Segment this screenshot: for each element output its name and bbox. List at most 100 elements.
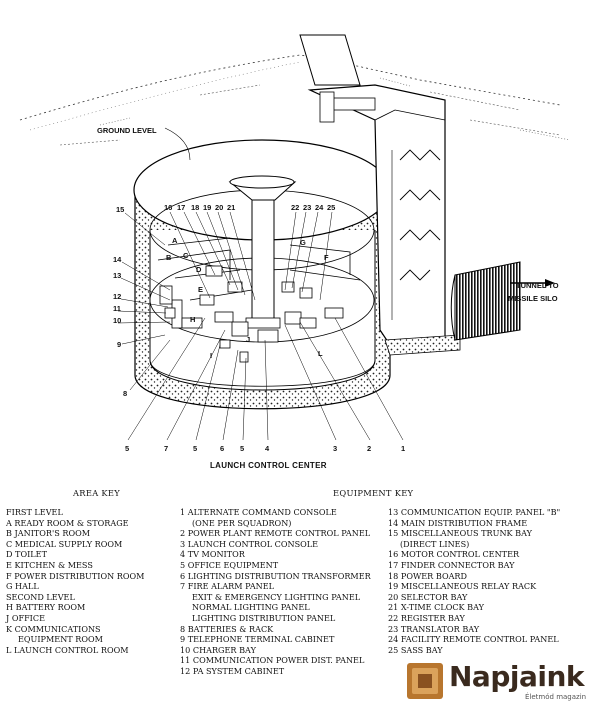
equipment-key-item: 19 MISCELLANEOUS RELAY RACK — [388, 581, 537, 592]
callout-20: 20 — [215, 203, 223, 212]
area-key-item: A READY ROOM & STORAGE — [6, 517, 129, 528]
equipment-key-item: 13 COMMUNICATION EQUIP. PANEL "B" — [388, 507, 561, 517]
callout-13: 13 — [113, 271, 121, 280]
callout-4: 4 — [265, 444, 270, 453]
area-key-list: FIRST LEVEL A READY ROOM & STORAGE B JAN… — [6, 507, 144, 655]
area-label-j: I — [210, 351, 212, 360]
area-label-l: L — [318, 349, 323, 358]
callout-18: 18 — [191, 203, 199, 212]
diagram-caption: LAUNCH CONTROL CENTER — [210, 461, 327, 470]
equipment-key-item: EXIT & EMERGENCY LIGHTING PANEL — [192, 591, 361, 602]
equipment-key-item: 5 OFFICE EQUIPMENT — [180, 559, 279, 570]
equipment-key-item: 20 SELECTOR BAY — [388, 591, 468, 602]
area-label-d: D — [196, 265, 202, 274]
callout-2: 2 — [367, 444, 371, 453]
callout-23: 23 — [303, 203, 311, 212]
area-key-item: EQUIPMENT ROOM — [18, 634, 103, 645]
callout-22: 22 — [291, 203, 299, 212]
area-key-title: AREA KEY — [73, 488, 121, 498]
equipment-key-item: 4 TV MONITOR — [180, 549, 245, 560]
equipment-key-item: 22 REGISTER BAY — [388, 612, 465, 623]
logo-name: Napjaink — [449, 660, 585, 693]
equipment-key-item: 2 POWER PLANT REMOTE CONTROL PANEL — [180, 528, 371, 539]
logo-subtitle: Életmód magazin — [525, 693, 587, 701]
access-shaft — [299, 34, 461, 356]
area-key-item: K COMMUNICATIONS — [6, 623, 101, 634]
area-label-k: J — [246, 335, 250, 344]
area-label-a: A — [172, 236, 178, 245]
callout-15: 15 — [116, 205, 124, 214]
area-label-e: E — [198, 285, 203, 294]
ground-surface — [19, 54, 571, 146]
callout-21: 21 — [227, 203, 235, 212]
tunnel-arrowhead — [545, 279, 555, 287]
area-key-item: F POWER DISTRIBUTION ROOM — [6, 570, 145, 581]
tunnel-label-1: TUNNEL TO — [516, 281, 559, 290]
equipment-key-item: 6 LIGHTING DISTRIBUTION TRANSFORMER — [180, 570, 371, 581]
callout-5a: 5 — [125, 444, 129, 453]
callout-25: 25 — [327, 203, 335, 212]
equipment-blocks — [159, 265, 344, 363]
callout-5c: 5 — [240, 444, 244, 453]
equipment-key-item: 14 MAIN DISTRIBUTION FRAME — [388, 517, 528, 528]
callout-5b: 5 — [193, 444, 197, 453]
equipment-key-item: 12 PA SYSTEM CABINET — [180, 665, 285, 676]
equipment-key-item: 16 MOTOR CONTROL CENTER — [388, 549, 520, 560]
equipment-key-item: 17 FINDER CONNECTOR BAY — [388, 559, 515, 570]
equipment-key-item: 15 MISCELLANEOUS TRUNK BAY — [388, 528, 532, 539]
callout-17: 17 — [177, 203, 185, 212]
area-key-item: G HALL — [6, 581, 39, 592]
callout-8: 8 — [123, 389, 127, 398]
callout-6: 6 — [220, 444, 224, 453]
equipment-key-column-2: 13 COMMUNICATION EQUIP. PANEL "B" 14 MAI… — [388, 507, 560, 655]
callout-24: 24 — [315, 203, 324, 212]
callout-7: 7 — [164, 444, 168, 453]
area-label-b: B — [166, 253, 172, 262]
area-label-g: G — [300, 238, 306, 247]
area-key-item: E KITCHEN & MESS — [6, 559, 93, 570]
area-key-item: B JANITOR'S ROOM — [6, 528, 91, 539]
tunnel-label-2: MISSILE SILO — [508, 294, 558, 303]
equipment-key-item: (ONE PER SQUADRON) — [192, 517, 292, 528]
equipment-key-item: 10 CHARGER BAY — [180, 644, 256, 655]
callout-10: 10 — [113, 316, 121, 325]
equipment-key-item: 24 FACILITY REMOTE CONTROL PANEL — [388, 634, 559, 645]
area-label-c: C — [183, 251, 189, 260]
callout-14: 14 — [113, 255, 122, 264]
equipment-key-column-1: 1 ALTERNATE COMMAND CONSOLE (ONE PER SQU… — [180, 507, 371, 677]
area-key-item: L LAUNCH CONTROL ROOM — [6, 644, 129, 655]
callout-leaders — [117, 211, 404, 441]
area-key-item: H BATTERY ROOM — [6, 602, 86, 613]
equipment-key-item: LIGHTING DISTRIBUTION PANEL — [192, 612, 336, 623]
equipment-key-item: 11 COMMUNICATION POWER DIST. PANEL — [180, 655, 365, 666]
napjaink-logo: Napjaink Életmód magazin — [405, 660, 600, 705]
equipment-key-item: 21 X-TIME CLOCK BAY — [388, 602, 484, 613]
area-key-item: C MEDICAL SUPPLY ROOM — [6, 538, 123, 549]
equipment-key-item: 3 LAUNCH CONTROL CONSOLE — [180, 538, 319, 549]
equipment-key-item: 23 TRANSLATOR BAY — [388, 623, 480, 634]
callout-12: 12 — [113, 292, 121, 301]
area-key-item: FIRST LEVEL — [6, 507, 63, 517]
callout-1: 1 — [401, 444, 405, 453]
area-label-h: H — [190, 315, 195, 324]
callout-3: 3 — [333, 444, 337, 453]
callout-16: 16 — [164, 203, 172, 212]
equipment-key-item: 18 POWER BOARD — [388, 570, 468, 581]
area-key-item: D TOILET — [6, 549, 47, 560]
launch-control-center-cutaway: GROUND LEVEL TUNNEL TO MISSILE SILO LAUN… — [19, 34, 571, 470]
tunnel — [450, 261, 521, 341]
equipment-key-item: (DIRECT LINES) — [400, 538, 470, 549]
equipment-key-item: 7 FIRE ALARM PANEL — [180, 581, 275, 592]
callout-11: 11 — [113, 304, 121, 313]
callout-19: 19 — [203, 203, 211, 212]
ground-level-label: GROUND LEVEL — [97, 126, 157, 135]
area-key-item: J OFFICE — [6, 612, 45, 623]
napjaink-logo-badge-icon — [407, 663, 443, 699]
ground-level-leader — [164, 127, 191, 161]
equipment-key-item: 25 SASS BAY — [388, 644, 443, 655]
equipment-key-title: EQUIPMENT KEY — [333, 488, 414, 498]
equipment-key-item: 8 BATTERIES & RACK — [180, 623, 274, 634]
area-label-f: F — [324, 253, 329, 262]
equipment-key-item: NORMAL LIGHTING PANEL — [192, 602, 310, 613]
callout-9: 9 — [117, 340, 121, 349]
